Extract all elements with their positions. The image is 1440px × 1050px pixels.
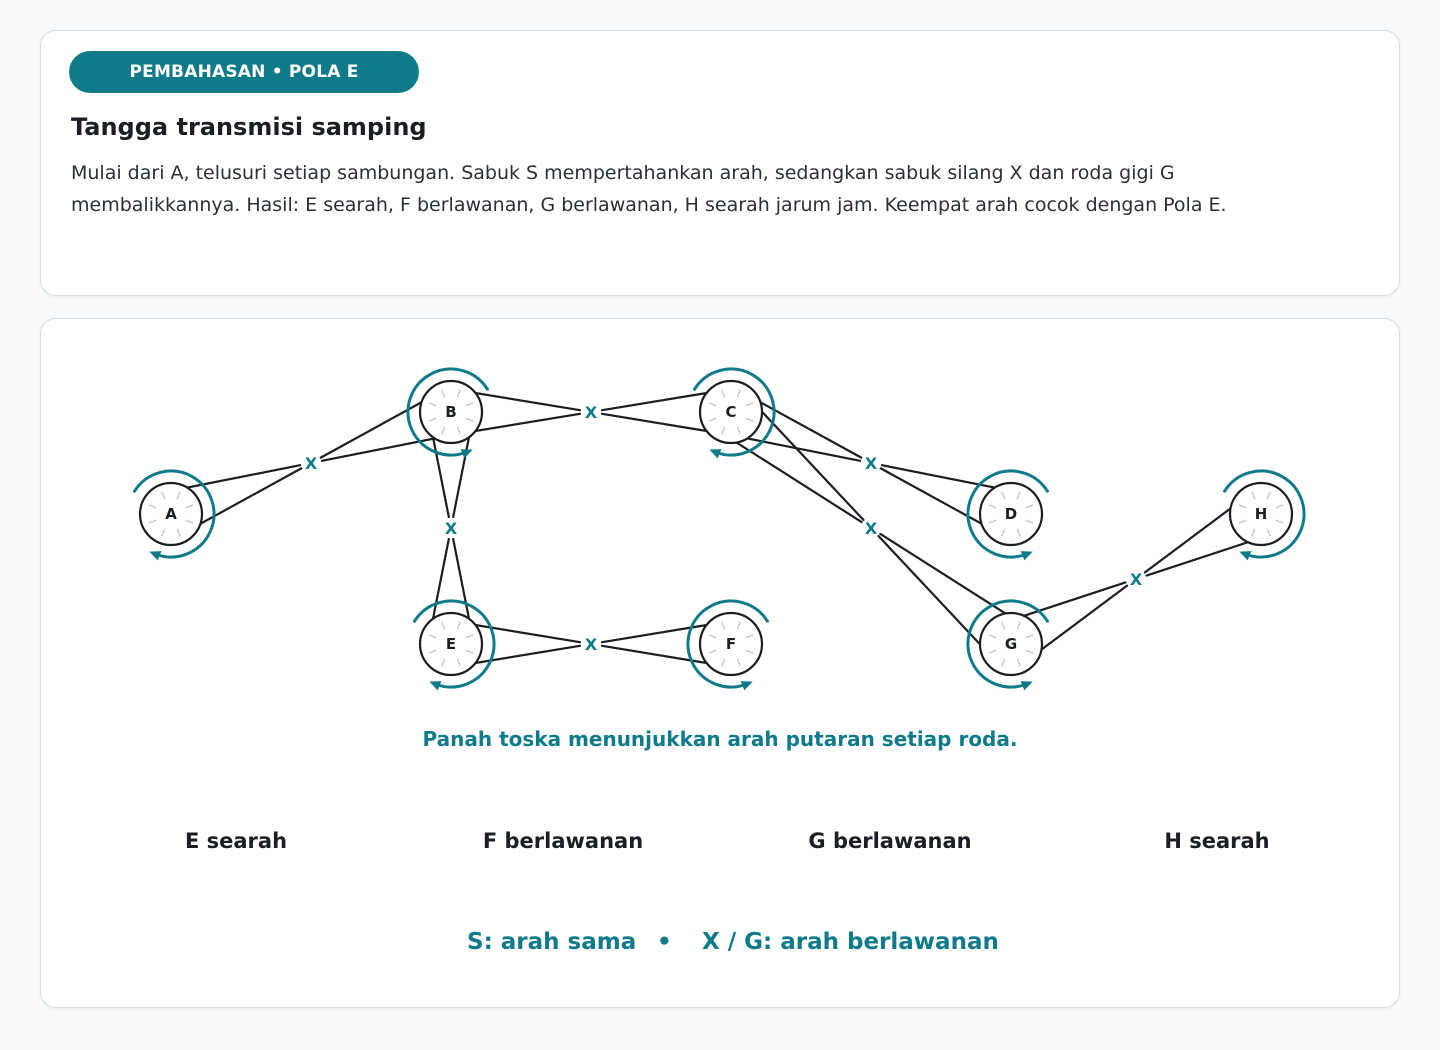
- diagram-card: A B C D E F G H X X X X X X X Panah toska menunjukkan …: [40, 318, 1400, 1008]
- result-e: E searah: [184, 829, 288, 853]
- explanation-card: PEMBAHASAN • POLA E Tangga transmisi sam…: [40, 30, 1400, 296]
- wheel-label: D: [1005, 505, 1017, 523]
- result-f: F berlawanan: [482, 829, 644, 853]
- section-badge: PEMBAHASAN • POLA E: [69, 51, 419, 93]
- rotation-arrow-e: [413, 599, 496, 691]
- rotation-arrow-d: [966, 469, 1049, 561]
- wheel-h: H: [1228, 481, 1294, 547]
- wheel-a: A: [138, 481, 204, 547]
- wheel-label: H: [1255, 505, 1268, 523]
- rotation-arrow-f: [686, 599, 769, 691]
- rotation-arrow-layer: [133, 367, 1306, 691]
- crossing-label: X: [445, 519, 458, 538]
- rotation-arrow-a: [133, 469, 216, 561]
- crossing-label: X: [1130, 570, 1143, 589]
- wheel-label: E: [446, 635, 456, 653]
- rotation-arrow-c: [693, 367, 776, 459]
- result-g: G berlawanan: [808, 829, 972, 853]
- wheel-d: D: [978, 481, 1044, 547]
- crossing-label-layer: X X X X X X X: [305, 403, 1143, 654]
- explanation-text: Mulai dari A, telusuri setiap sambungan.…: [71, 157, 1371, 221]
- wheel-label: C: [725, 403, 736, 421]
- wheel-c: C: [698, 379, 764, 445]
- transmission-diagram: A B C D E F G H X X X X X X X: [133, 367, 1306, 691]
- crossing-label: X: [585, 635, 598, 654]
- wheel-f: F: [698, 611, 764, 677]
- diagram-caption: Panah toska menunjukkan arah putaran set…: [422, 727, 1018, 751]
- legend-separator: •: [657, 929, 672, 955]
- wheel-label: F: [726, 635, 736, 653]
- rotation-arrow-h: [1223, 469, 1306, 561]
- wheel-label: A: [165, 505, 177, 523]
- result-h: H searah: [1164, 829, 1270, 853]
- crossing-label: X: [865, 454, 878, 473]
- legend-opposite-direction: X / G: arah berlawanan: [702, 929, 999, 955]
- wheel-b: B: [418, 379, 484, 445]
- wheel-g: G: [978, 611, 1044, 677]
- crossing-label: X: [585, 403, 598, 422]
- page-title: Tangga transmisi samping: [71, 113, 427, 141]
- crossing-label: X: [305, 454, 318, 473]
- explanation-line-1: Mulai dari A, telusuri setiap sambungan.…: [71, 162, 1175, 184]
- rotation-arrow-g: [966, 599, 1049, 691]
- crossing-label: X: [865, 519, 878, 538]
- legend-same-direction: S: arah sama: [467, 929, 637, 955]
- rotation-arrow-b: [406, 367, 489, 459]
- wheel-label: B: [445, 403, 456, 421]
- explanation-line-2: membalikkannya. Hasil: E searah, F berla…: [71, 194, 1227, 216]
- wheel-label: G: [1005, 635, 1017, 653]
- wheel-e: E: [418, 611, 484, 677]
- wheel-layer: A B C D E F G H: [138, 379, 1294, 677]
- belt-c-g: [715, 393, 1027, 663]
